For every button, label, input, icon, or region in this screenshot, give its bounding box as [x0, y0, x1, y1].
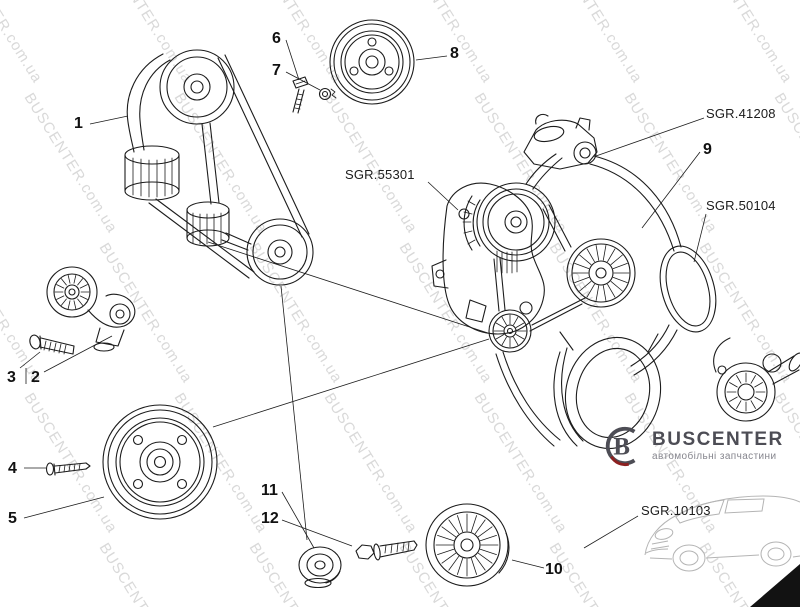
callout-7: 7	[272, 62, 281, 79]
engine-belt-assembly	[432, 114, 800, 458]
corner-triangle	[750, 564, 800, 607]
part-code-sgr10103: SGR.10103	[641, 503, 711, 518]
callout-1: 1	[74, 115, 83, 132]
crank-pulley-5	[103, 405, 217, 519]
buscenter-logo: B BUSCENTER автомобільні запчастини	[600, 424, 784, 468]
pulley-8	[330, 20, 414, 104]
callout-10: 10	[545, 561, 563, 578]
callout-2: 2	[31, 369, 40, 386]
callout-4: 4	[8, 460, 17, 477]
logo-tagline: автомобільні запчастини	[652, 451, 777, 463]
leader-lines	[20, 40, 706, 568]
bolt-4	[47, 463, 91, 475]
callout-11: 11	[261, 482, 278, 499]
callout-8: 8	[450, 45, 459, 62]
callout-5: 5	[8, 510, 17, 527]
idler-pulley-10	[426, 504, 509, 586]
logo-name: BUSCENTER	[652, 428, 784, 450]
buscenter-logo-icon: B	[605, 426, 636, 467]
van-sketch	[645, 496, 800, 571]
part-code-sgr55301: SGR.55301	[345, 167, 415, 182]
callout-9: 9	[703, 141, 712, 158]
idler-11-bolt-12	[299, 541, 417, 588]
part-code-sgr41208: SGR.41208	[706, 106, 776, 121]
logo-letter: B	[613, 434, 630, 461]
callout-3: 3	[7, 369, 16, 386]
tensioner-assembly	[28, 267, 134, 354]
callout-6: 6	[272, 30, 281, 47]
part-code-sgr50104: SGR.50104	[706, 198, 776, 213]
belt-1-assembly	[125, 50, 313, 285]
bolt-6-washer-7	[293, 77, 336, 113]
callout-12: 12	[261, 510, 279, 527]
